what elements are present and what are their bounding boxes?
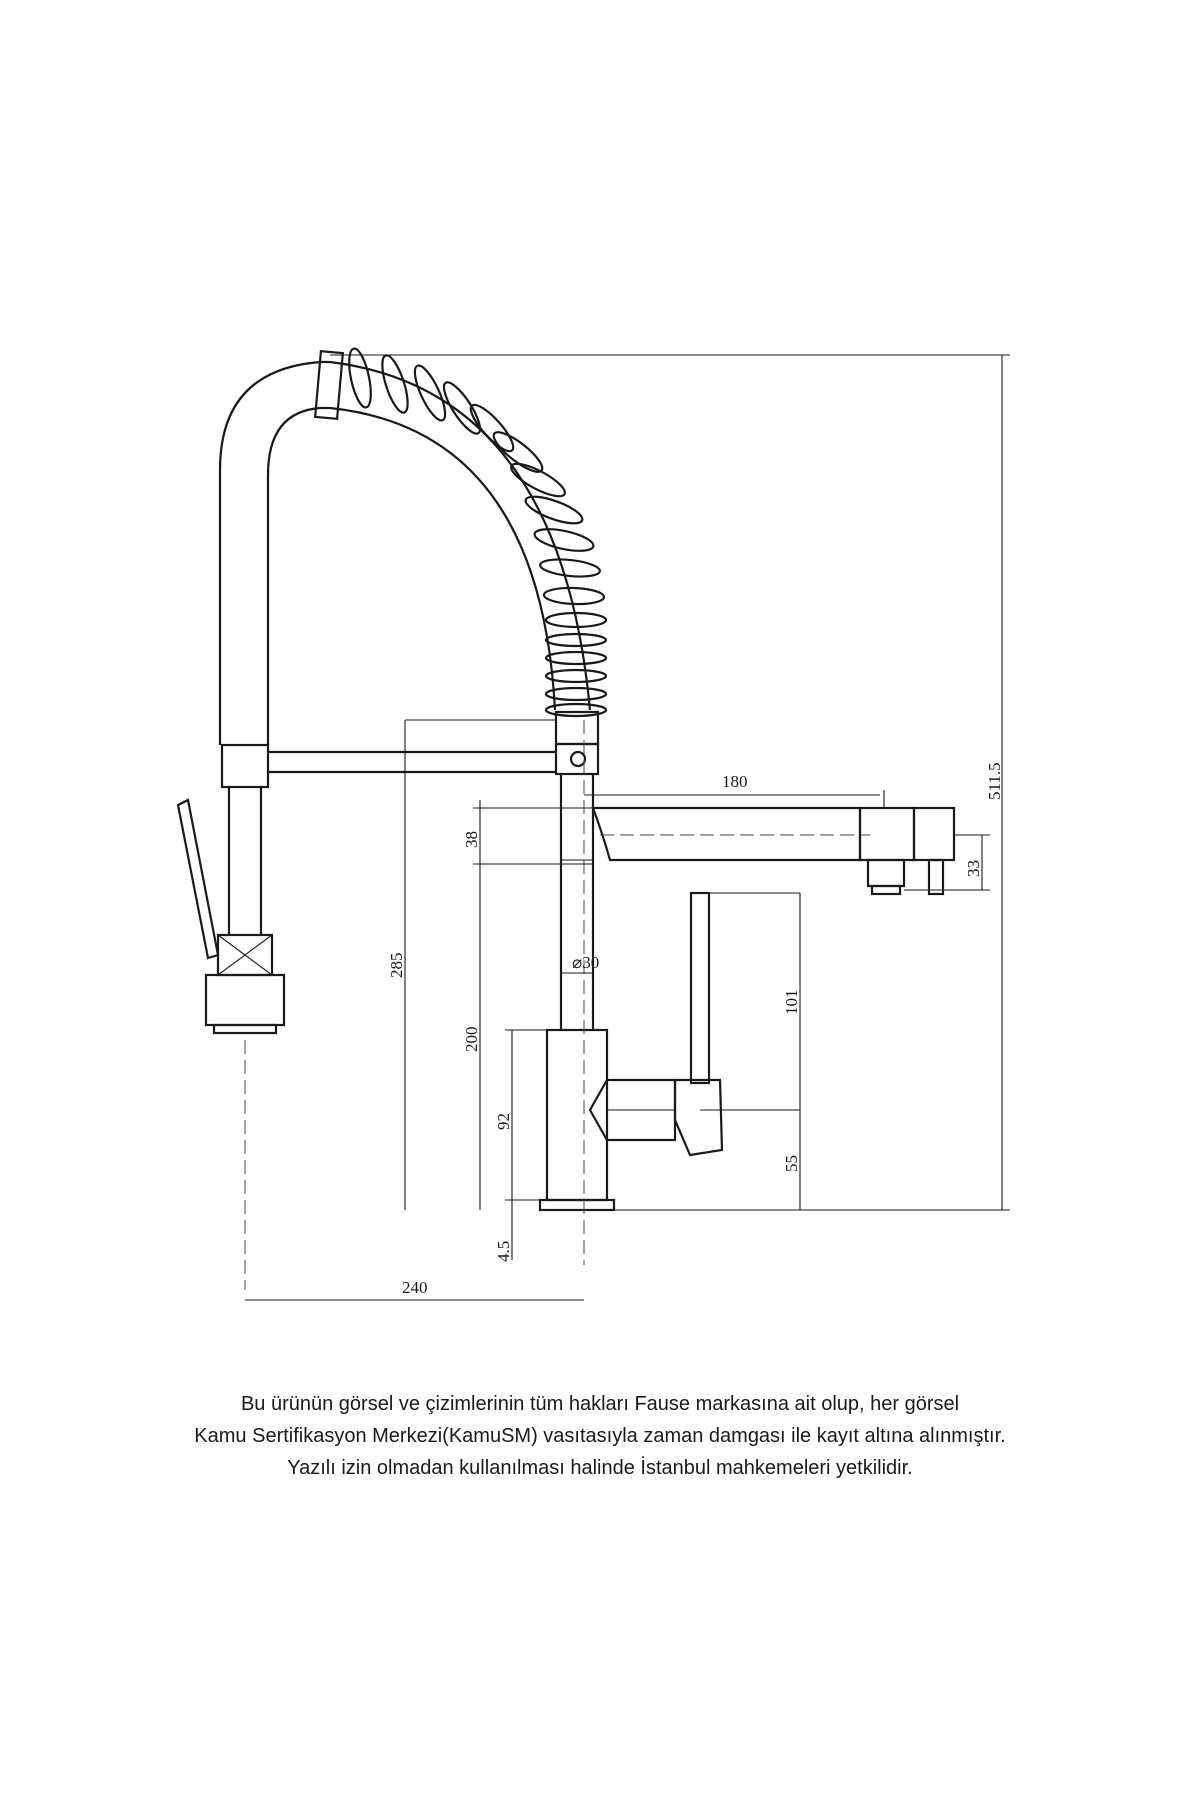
side-spout [591,806,956,896]
copyright-notice: Bu ürünün görsel ve çizimlerinin tüm hak… [0,1388,1200,1484]
label-lever-height: 101 [782,990,801,1016]
dimension-labels: 511.5 180 38 33 285 ⌀30 101 200 92 55 4.… [387,762,1004,1297]
label-spout-height: 38 [462,831,481,848]
copyright-line-2: Kamu Sertifikasyon Merkezi(KamuSM) vasıt… [194,1425,1006,1447]
spray-head [176,743,286,1290]
label-body-height: 92 [494,1113,513,1130]
label-upper-height: 285 [387,953,406,979]
label-base-thickness: 4.5 [494,1241,513,1262]
mixer-handle [588,891,724,1157]
copyright-line-3: Yazılı izin olmadan kullanılması halinde… [287,1457,913,1479]
label-height-total: 511.5 [985,762,1004,800]
label-body-diameter: ⌀30 [572,953,599,972]
label-spray-offset: 240 [402,1278,428,1297]
label-handle-height: 55 [782,1155,801,1172]
dimension-lines [245,354,1010,1301]
label-outlet-drop: 33 [964,860,983,877]
spring-hose [218,347,608,745]
faucet-body [538,710,616,1265]
holder-arm [268,750,556,774]
label-mid-height: 200 [462,1027,481,1053]
label-spout-reach: 180 [722,772,748,791]
copyright-line-1: Bu ürünün görsel ve çizimlerinin tüm hak… [240,1393,960,1415]
